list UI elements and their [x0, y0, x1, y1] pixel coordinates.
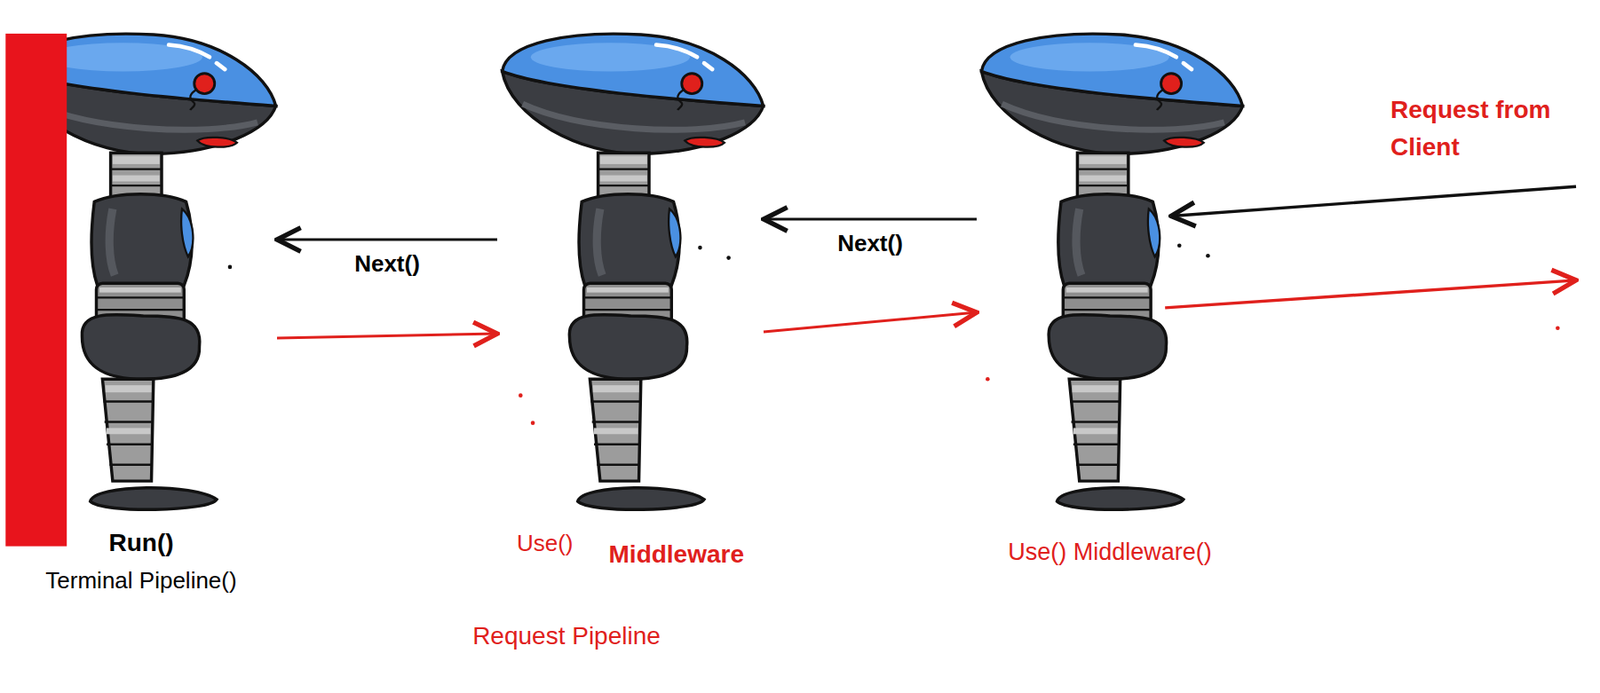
annotation-label: Request from Client [1390, 91, 1569, 167]
terminal-bar [5, 33, 67, 547]
node-label: Run() [108, 528, 174, 559]
robot-right [981, 33, 1243, 510]
flow-arrow [763, 218, 977, 222]
sketch-dot [518, 393, 523, 398]
sketch-dot [697, 245, 703, 251]
robot-middle [502, 33, 764, 510]
client-request-line [1171, 186, 1577, 216]
robot-node: Use() Middleware() [976, 31, 1244, 572]
sketch-dot [985, 377, 991, 382]
edge-label: Next() [833, 229, 907, 258]
sketch-dot [1205, 253, 1211, 259]
node-label: Terminal Pipeline() [45, 567, 237, 595]
flow-arrow [277, 238, 498, 242]
node-label: Use() [516, 530, 574, 558]
sketch-dot [726, 255, 731, 261]
robot-node: Run() Terminal Pipeline() [5, 31, 278, 601]
node-label: Middleware [609, 539, 745, 571]
sketch-dot [1177, 243, 1182, 248]
sketch-dot [1555, 326, 1561, 332]
flow-arrow [763, 312, 977, 333]
client-response-line [1164, 280, 1577, 309]
annotation-label: Request Pipeline [472, 617, 661, 656]
flow-arrow [277, 333, 498, 339]
sketch-dot [530, 420, 536, 426]
robot-node: Use() Middleware [497, 31, 764, 576]
sketch-dot [228, 265, 233, 270]
edge-label: Next() [350, 250, 424, 278]
node-label: Use() Middleware() [1007, 538, 1212, 567]
